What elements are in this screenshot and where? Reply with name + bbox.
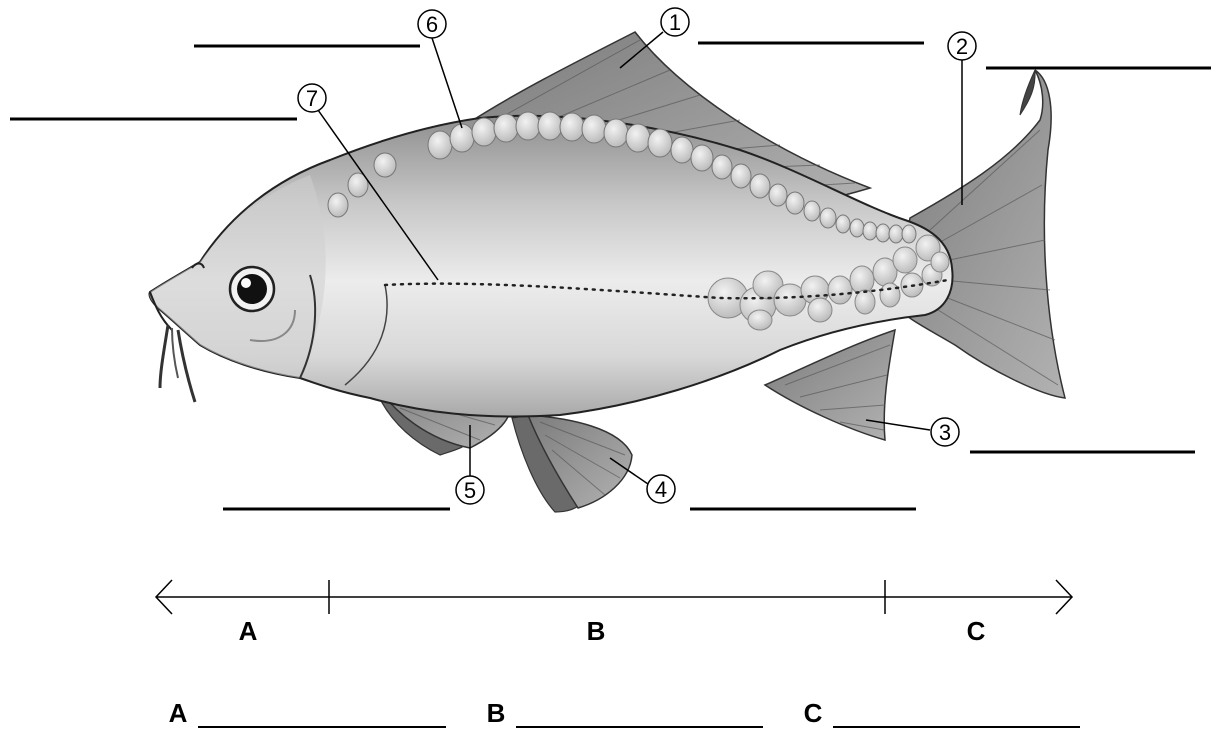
eye-highlight	[241, 278, 251, 288]
label-number-3: 3	[939, 420, 951, 445]
answer-label-c: C	[804, 698, 823, 728]
segment-label-a: A	[239, 616, 258, 646]
label-number-7: 7	[306, 86, 318, 111]
label-number-2: 2	[956, 34, 968, 59]
answer-label-a: A	[169, 698, 188, 728]
barbel-1	[160, 325, 168, 388]
segment-label-c: C	[967, 616, 986, 646]
eye-pupil	[237, 274, 267, 304]
leader-line-6	[432, 38, 462, 128]
label-number-5: 5	[464, 478, 476, 503]
barbel-2	[178, 330, 195, 402]
label-number-4: 4	[655, 477, 667, 502]
label-number-1: 1	[669, 10, 681, 35]
segment-label-b: B	[587, 616, 606, 646]
caudal-fin-edge	[1020, 70, 1035, 115]
label-number-6: 6	[426, 12, 438, 37]
answer-label-b: B	[487, 698, 506, 728]
barbel-3	[172, 328, 178, 378]
